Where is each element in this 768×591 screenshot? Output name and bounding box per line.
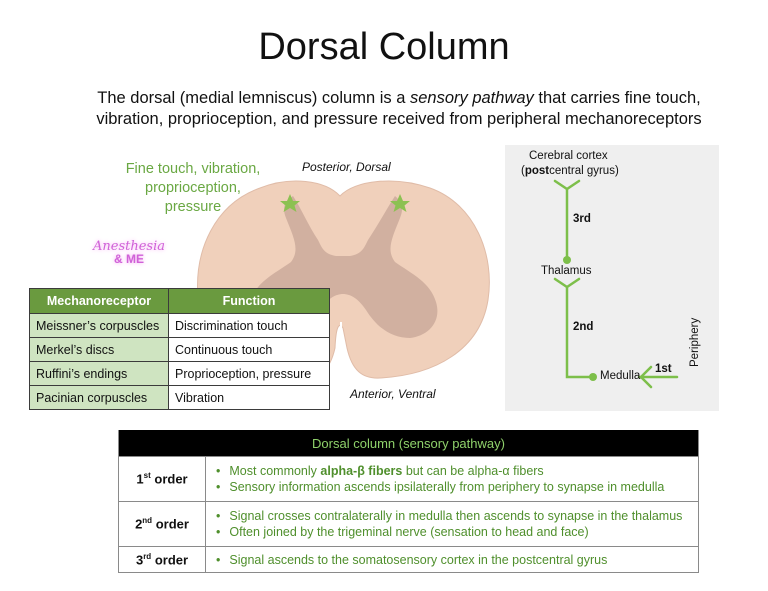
- table-cell: Vibration: [168, 385, 330, 410]
- order-word: order: [154, 552, 189, 568]
- order-num: 1: [136, 471, 144, 487]
- table-header-row: Mechanoreceptor Function: [29, 288, 330, 314]
- order-label: 3rd order: [118, 546, 206, 573]
- cortex-label: Cerebral cortex: [529, 150, 608, 162]
- bullet-dot: •: [216, 552, 221, 567]
- dorsal-column-star-right: [390, 194, 410, 212]
- column-header: Function: [168, 288, 330, 314]
- order-num: 2: [135, 516, 143, 532]
- table-row: Merkel’s discs Continuous touch: [29, 337, 330, 362]
- table-row: Pacinian corpuscles Vibration: [29, 385, 330, 410]
- first-order-label: 1st: [655, 363, 672, 375]
- mechanoreceptor-table: Mechanoreceptor Function Meissner’s corp…: [29, 288, 330, 410]
- bullet-item: • Sensory information ascends ipsilateral…: [216, 479, 698, 495]
- bullet-item: • Most commonly alpha-β fibers but can be…: [216, 463, 698, 479]
- subtitle-emphasis: sensory pathway: [409, 89, 534, 107]
- bullet-text: Sensory information ascends ipsilaterall…: [229, 480, 665, 494]
- bullet-item: • Signal crosses contralaterally in medul…: [216, 508, 698, 524]
- fine-touch-label: Fine touch, vibration, proprioception, p…: [118, 160, 268, 217]
- bullet-text: Signal ascends to the somatosensory cort…: [229, 552, 608, 567]
- second-order-neuron: [565, 285, 595, 379]
- bullet-text: Signal crosses contralaterally in medull…: [229, 509, 683, 523]
- table-cell: Continuous touch: [168, 337, 330, 362]
- anterior-label: Anterior, Ventral: [350, 387, 436, 401]
- pathway-diagram: Cerebral cortex (postcentral gyrus) 3rd …: [505, 145, 719, 411]
- bullet-text: Often joined by the trigeminal nerve (se…: [229, 525, 589, 539]
- table-title: Dorsal column (sensory pathway): [118, 430, 699, 457]
- column-header: Mechanoreceptor: [29, 288, 169, 314]
- table-row: Ruffini’s endings Proprioception, pressu…: [29, 361, 330, 386]
- table-cell: Merkel’s discs: [29, 337, 169, 362]
- second-order-label: 2nd: [573, 321, 594, 333]
- order-label: 1st order: [118, 456, 206, 502]
- logo-line: & ME: [114, 252, 144, 266]
- subtitle: The dorsal (medial lemniscus) column is …: [40, 88, 758, 130]
- order-suffix: rd: [143, 551, 152, 561]
- subtitle-line2: vibration, proprioception, and pressure …: [96, 110, 702, 128]
- bullet-dot: •: [216, 509, 221, 523]
- fine-touch-line: proprioception,: [145, 180, 241, 196]
- dorsal-column-star-left: [280, 194, 300, 212]
- order-suffix: st: [143, 471, 151, 481]
- medulla-node: [589, 373, 597, 381]
- table-cell: Ruffini’s endings: [29, 361, 169, 386]
- post-bold: post: [524, 165, 550, 177]
- order-description: • Most commonly alpha-β fibers but can be…: [205, 456, 699, 502]
- periphery-fork: [639, 365, 653, 389]
- order-label: 2nd order: [118, 501, 206, 547]
- third-order-label: 3rd: [573, 213, 591, 225]
- paren: (: [521, 165, 525, 177]
- cortex-gyrus-label: (postcentral gyrus): [521, 165, 619, 177]
- logo-line: Anesthesia: [93, 239, 165, 254]
- periphery-text: Periphery: [689, 317, 701, 367]
- page-title: Dorsal Column: [258, 26, 510, 68]
- table-cell: Proprioception, pressure: [168, 361, 330, 386]
- bullet-bold: alpha-β fibers: [320, 464, 403, 478]
- table-cell: Pacinian corpuscles: [29, 385, 169, 410]
- table-row: 1st order • Most commonly alpha-β fibers …: [118, 456, 699, 502]
- bullet-item: • Often joined by the trigeminal nerve (s…: [216, 524, 698, 540]
- ventral-fissure: [340, 322, 342, 378]
- subtitle-part2: that carries fine touch,: [533, 89, 701, 107]
- bullet-text: but can be alpha-α fibers: [402, 464, 544, 478]
- gyrus-text: central gyrus): [549, 165, 619, 177]
- medulla-label: Medulla: [600, 370, 641, 382]
- bullet-item: • Signal ascends to the somatosensory cor…: [216, 552, 698, 568]
- order-description: • Signal crosses contralaterally in medul…: [205, 501, 699, 547]
- fine-touch-line: Fine touch, vibration,: [125, 161, 261, 177]
- table-cell: Meissner’s corpuscles: [29, 313, 169, 338]
- fine-touch-line: pressure: [164, 199, 222, 215]
- table-cell: Discrimination touch: [168, 313, 330, 338]
- table-header-row: Dorsal column (sensory pathway): [118, 430, 699, 457]
- table-row: 3rd order • Signal ascends to the somatos…: [118, 546, 699, 573]
- pathway-lines: [553, 179, 679, 389]
- table-row: 2nd order • Signal crosses contralaterall…: [118, 501, 699, 547]
- thalamus-node: [563, 256, 571, 264]
- bullet-dot: •: [216, 480, 221, 494]
- table-row: Meissner’s corpuscles Discrimination tou…: [29, 313, 330, 338]
- order-word: order: [155, 516, 189, 532]
- anesthesia-and-me-logo: Anesthesia & ME: [86, 240, 172, 266]
- order-word: order: [154, 471, 188, 487]
- posterior-label: Posterior, Dorsal: [302, 160, 391, 174]
- bullet-text: Most commonly: [229, 464, 321, 478]
- bullet-dot: •: [216, 464, 221, 478]
- bullet-dot: •: [216, 525, 221, 539]
- order-suffix: nd: [142, 516, 153, 526]
- order-num: 3: [135, 552, 144, 568]
- periphery-label: Periphery: [665, 307, 701, 367]
- subtitle-part1: The dorsal (medial lemniscus) column is …: [97, 89, 410, 107]
- dorsal-column-order-table: Dorsal column (sensory pathway) 1st orde…: [118, 430, 699, 573]
- thalamus-label: Thalamus: [541, 265, 592, 277]
- order-description: • Signal ascends to the somatosensory cor…: [205, 546, 699, 573]
